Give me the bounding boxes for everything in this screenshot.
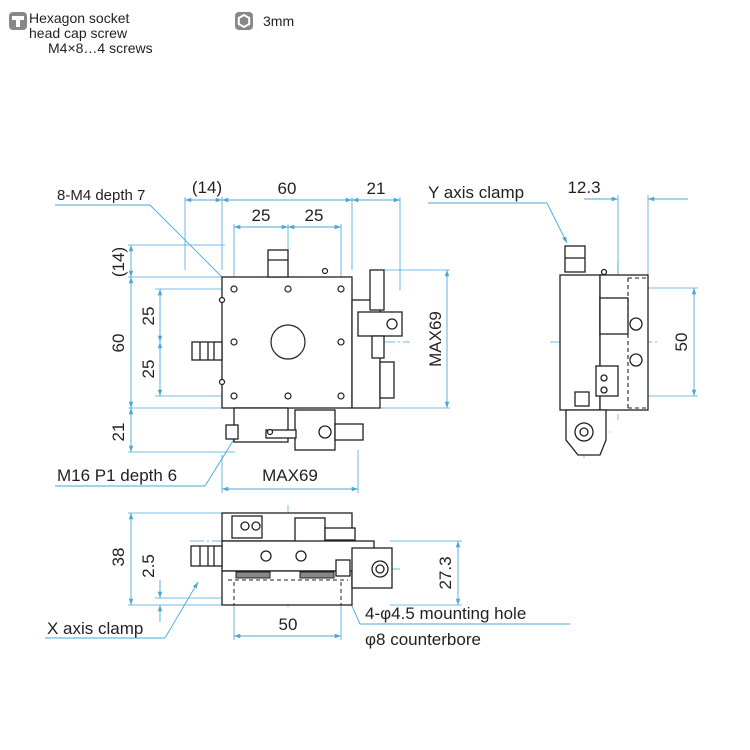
front-view-rails bbox=[235, 571, 335, 579]
side-upper-stage bbox=[559, 274, 601, 411]
x-clamp-knob bbox=[190, 545, 223, 567]
dim-60-left: 60 bbox=[109, 334, 128, 353]
label-counterbore: φ8 counterbore bbox=[365, 630, 481, 649]
dim-50-side: 50 bbox=[672, 333, 691, 352]
screw-icon-glyph bbox=[12, 16, 24, 27]
front-view-hidden-lines bbox=[228, 579, 348, 605]
x-clamp-screw bbox=[334, 423, 364, 441]
dim-14-top: (14) bbox=[192, 178, 222, 197]
center-m16-hole bbox=[270, 324, 306, 360]
top-view-holes bbox=[218, 267, 345, 436]
front-view-part bbox=[190, 512, 393, 606]
wrench-size-label: 3mm bbox=[263, 13, 295, 29]
dim-2-5: 2.5 bbox=[139, 554, 158, 578]
hex-wrench-icon-glyph bbox=[237, 13, 251, 29]
front-view: 38 2.5 27.3 50 X axis clamp 4-φ4.5 mount… bbox=[45, 505, 570, 649]
label-x-axis-clamp: X axis clamp bbox=[47, 619, 143, 638]
dim-21-left: 21 bbox=[109, 423, 128, 442]
dim-12-3: 12.3 bbox=[567, 178, 600, 197]
side-view-hidden-lines bbox=[627, 277, 646, 409]
y-clamp-knob bbox=[564, 245, 586, 273]
side-view-dimension-lines bbox=[428, 196, 697, 396]
top-view: (14) 60 21 25 25 (14) 60 25 25 21 MAX69 … bbox=[55, 178, 450, 493]
dim-14-left: (14) bbox=[109, 247, 128, 277]
side-view: Y axis clamp 12.3 50 bbox=[428, 178, 698, 460]
dim-max69-horizontal: MAX69 bbox=[262, 466, 318, 485]
dim-25-left: 25 bbox=[252, 206, 271, 225]
screw-legend-line2: head cap screw bbox=[29, 25, 128, 41]
front-view-extension-lines bbox=[128, 512, 462, 640]
dim-25-upper: 25 bbox=[139, 307, 158, 326]
dim-60-top: 60 bbox=[278, 179, 297, 198]
side-view-extension-lines bbox=[617, 195, 698, 397]
top-view-dimension-lines bbox=[128, 197, 450, 492]
screw-legend: Hexagon socket head cap screw M4×8…4 scr… bbox=[29, 11, 153, 56]
label-m16-depth: M16 P1 depth 6 bbox=[57, 466, 177, 485]
screw-legend-line1: Hexagon socket bbox=[29, 10, 130, 26]
dim-38: 38 bbox=[109, 548, 128, 567]
label-m4-depth: 8-M4 depth 7 bbox=[57, 187, 145, 204]
screw-legend-line3: M4×8…4 screws bbox=[48, 40, 153, 56]
dim-27-3: 27.3 bbox=[436, 556, 455, 589]
dim-25-right: 25 bbox=[305, 206, 324, 225]
label-y-axis-clamp: Y axis clamp bbox=[428, 183, 524, 202]
label-mounting-hole: 4-φ4.5 mounting hole bbox=[365, 604, 526, 623]
top-view-part bbox=[191, 249, 403, 451]
screw-icon bbox=[9, 12, 27, 30]
hex-wrench-icon bbox=[235, 12, 253, 30]
left-knob bbox=[191, 341, 223, 361]
top-knob bbox=[267, 249, 289, 278]
dim-21-top: 21 bbox=[367, 179, 386, 198]
side-view-part bbox=[559, 245, 649, 456]
y-clamp-screw bbox=[369, 269, 385, 311]
dim-max69-vertical: MAX69 bbox=[426, 311, 445, 367]
dim-25-lower: 25 bbox=[139, 360, 158, 379]
dim-50-front: 50 bbox=[279, 615, 298, 634]
